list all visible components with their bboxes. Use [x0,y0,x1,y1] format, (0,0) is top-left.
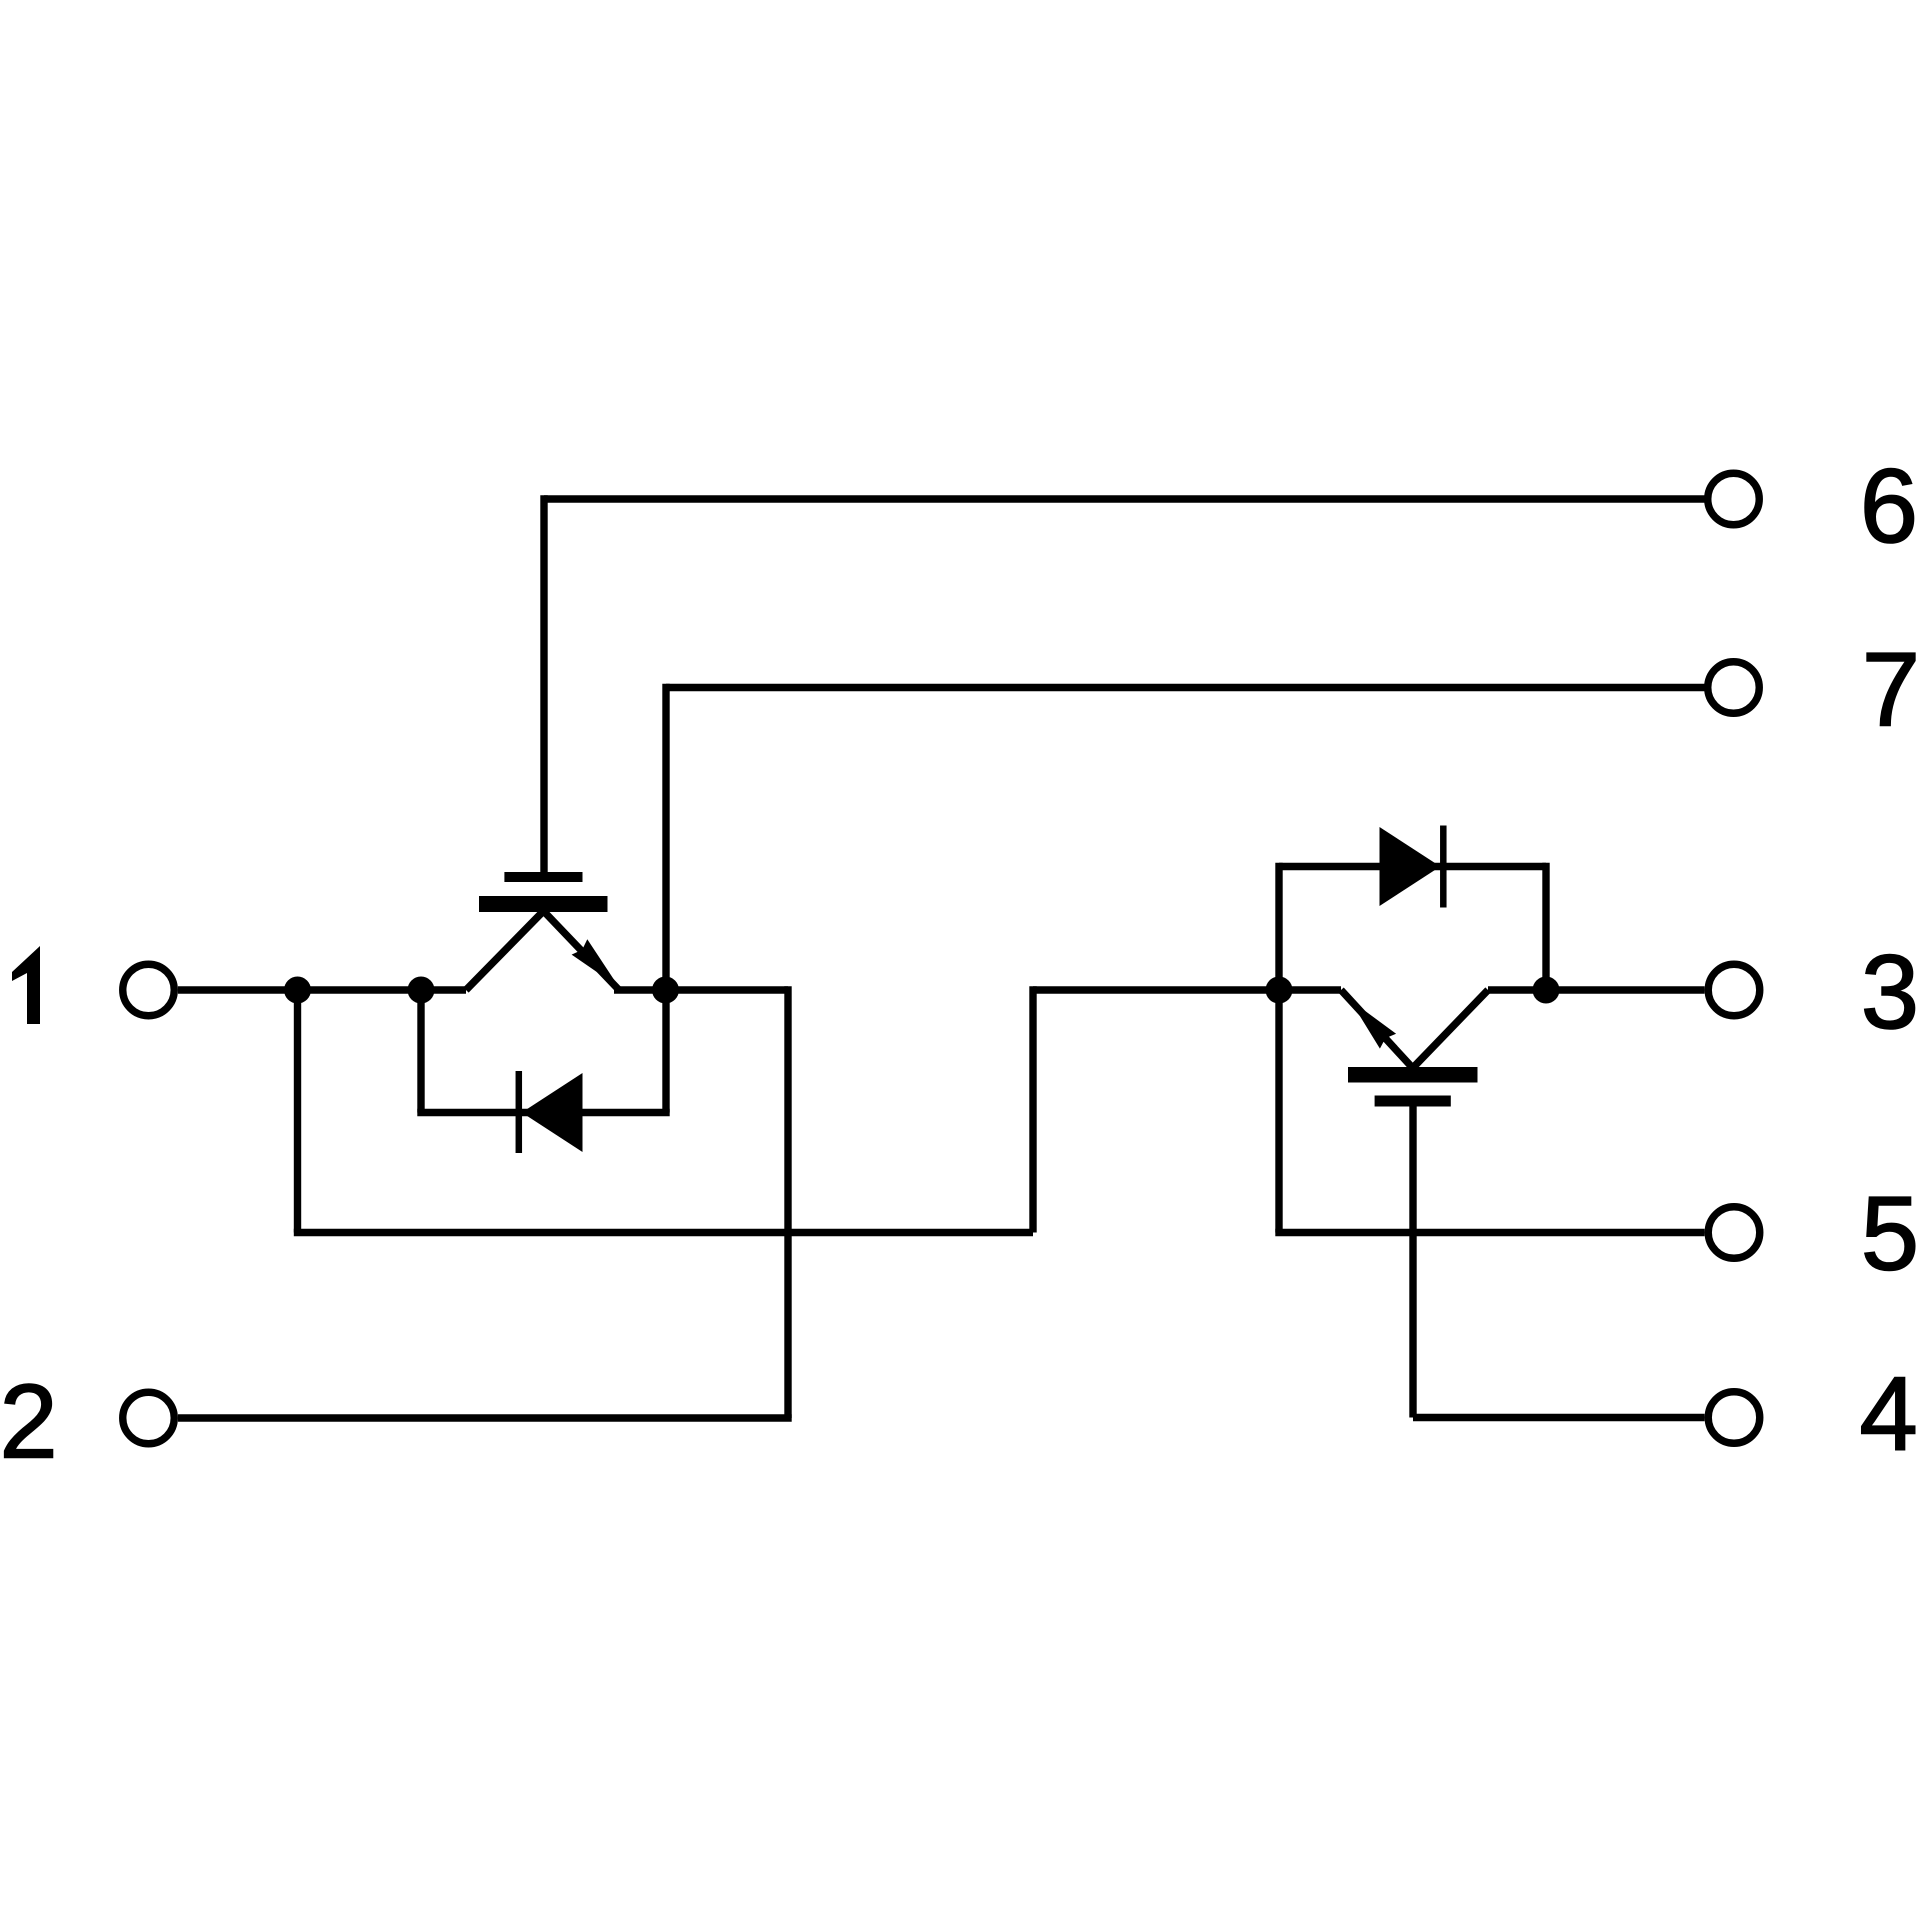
svg-text:4: 4 [1859,1356,1917,1473]
svg-text:7: 7 [1862,632,1920,749]
svg-text:3: 3 [1861,934,1919,1051]
svg-text:5: 5 [1861,1176,1919,1293]
svg-text:6: 6 [1860,448,1918,565]
svg-text:2: 2 [0,1364,58,1481]
